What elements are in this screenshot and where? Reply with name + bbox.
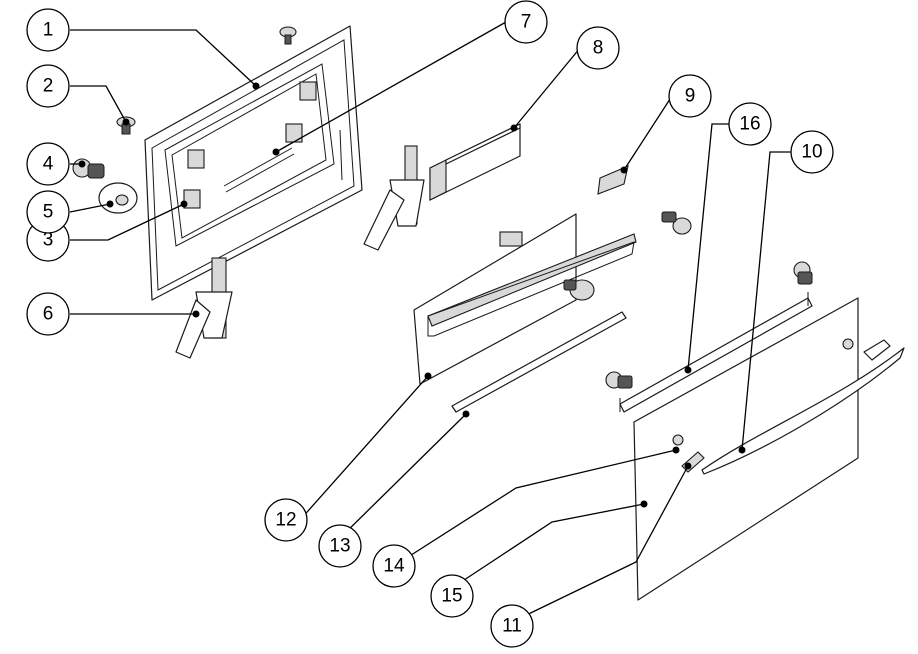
panel-part-12 [413, 213, 637, 385]
callout-6: 6 [26, 292, 70, 336]
callout-5: 5 [26, 190, 70, 234]
callout-10: 10 [790, 130, 834, 174]
svg-text:16: 16 [739, 114, 760, 135]
strip-part-13 [451, 311, 627, 413]
hinge-upper [363, 145, 425, 251]
svg-text:7: 7 [521, 12, 532, 33]
screw-center [661, 211, 692, 235]
callout-4: 4 [26, 142, 70, 186]
hinge-part-6 [175, 257, 233, 359]
cap-part-5 [98, 182, 138, 214]
callout-16: 16 [728, 102, 772, 146]
callout-12: 12 [264, 498, 308, 542]
callout-9: 9 [668, 74, 712, 118]
svg-text:3: 3 [43, 230, 54, 251]
anchor-dots [78, 82, 746, 508]
callout-7: 7 [504, 0, 548, 44]
svg-text:14: 14 [383, 556, 405, 577]
screw-top [279, 26, 297, 45]
callout-14: 14 [372, 544, 416, 588]
svg-text:2: 2 [43, 76, 54, 97]
svg-text:9: 9 [685, 86, 696, 107]
callout-11: 11 [490, 604, 534, 648]
bolt-part-4 [72, 158, 105, 179]
svg-text:4: 4 [43, 154, 54, 175]
svg-text:1: 1 [43, 20, 54, 41]
bolt-left-16 [605, 371, 633, 389]
callout-8: 8 [576, 26, 620, 70]
svg-text:10: 10 [801, 142, 822, 163]
bolt-right-16 [793, 261, 813, 285]
leader-lines [69, 21, 800, 623]
svg-text:11: 11 [502, 616, 522, 637]
svg-text:13: 13 [329, 536, 350, 557]
callout-2: 2 [26, 64, 70, 108]
callout-15: 15 [430, 574, 474, 618]
clip-part-9 [597, 165, 629, 195]
bar-part-16 [619, 292, 813, 413]
callout-1: 1 [26, 8, 70, 52]
svg-text:6: 6 [43, 304, 54, 325]
svg-text:8: 8 [593, 38, 604, 59]
handle-part-10 [701, 339, 905, 475]
svg-text:15: 15 [441, 586, 462, 607]
inner-door-frame [144, 25, 363, 301]
callout-13: 13 [318, 524, 362, 568]
svg-text:5: 5 [43, 202, 54, 223]
insulation-block-part-8 [429, 123, 521, 201]
svg-text:12: 12 [275, 510, 296, 531]
